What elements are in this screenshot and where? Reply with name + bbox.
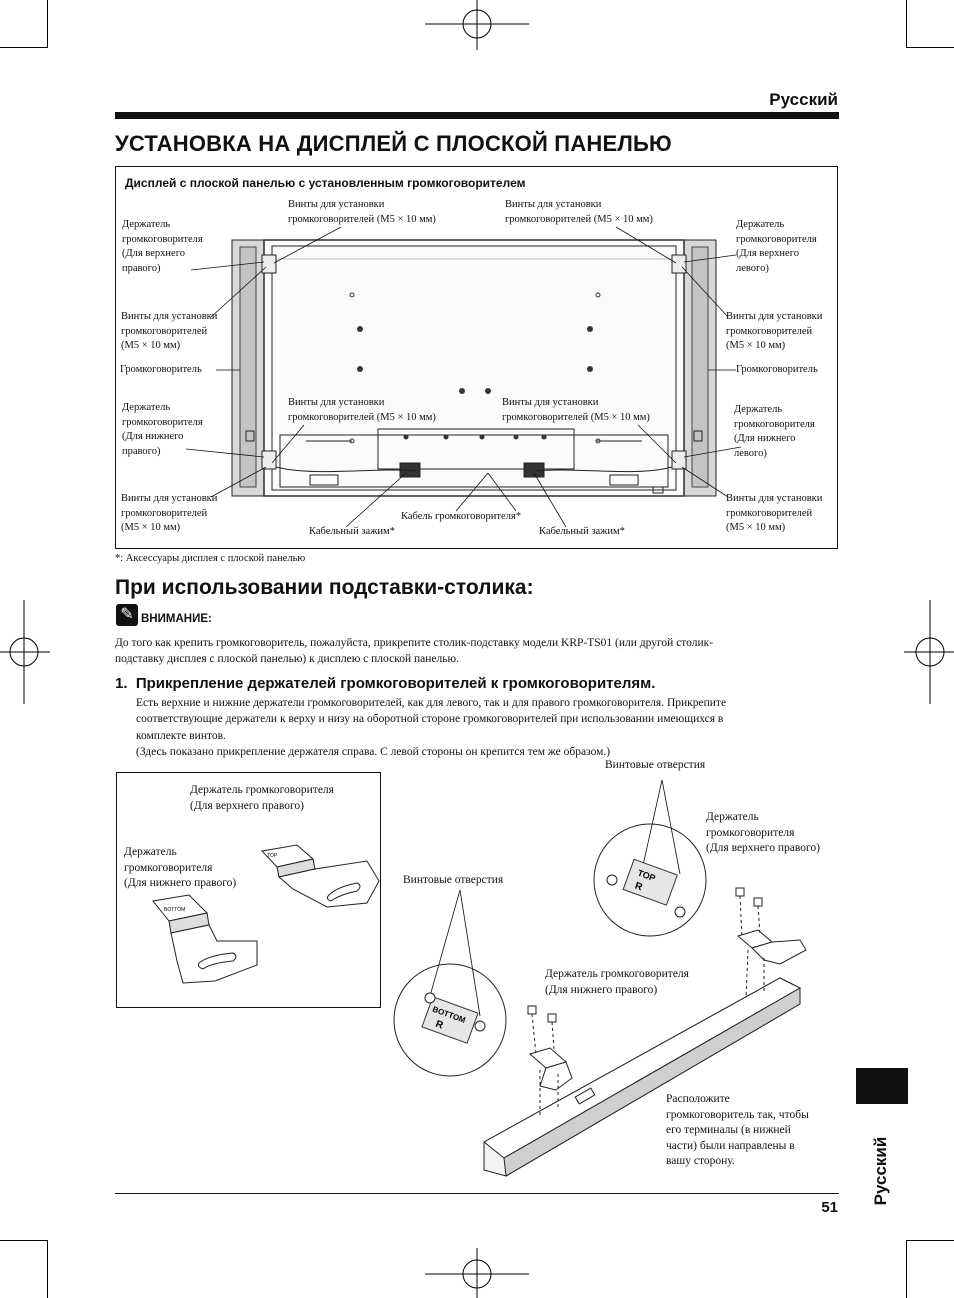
label-screws-right-upper: Винты для установки громкоговорителей (M… [726, 311, 823, 352]
note-icon: ✎ [116, 604, 138, 626]
tag-bottom: BOTTOM [164, 907, 185, 913]
label-speaker-cable: Кабель громкоговорителя* [401, 511, 521, 522]
label-screws-top-left: Винты для установки громкоговорителей (M… [288, 199, 436, 225]
footer-rule [115, 1193, 839, 1194]
label-screws-mid-left: Винты для установки громкоговорителей (M… [288, 397, 436, 423]
note-label: ВНИМАНИЕ: [141, 613, 212, 625]
label-clamp-right: Кабельный зажим* [539, 526, 625, 537]
figure-brackets: Держатель громкоговорителя (Для верхнего… [116, 772, 381, 1008]
label-speaker-right: Громкоговоритель [736, 364, 818, 375]
header-rule [115, 112, 839, 119]
registration-mark-top [425, 0, 529, 50]
page-title: УСТАНОВКА НА ДИСПЛЕЙ С ПЛОСКОЙ ПАНЕЛЬЮ [115, 131, 672, 156]
label-screws-top-right: Винты для установки громкоговорителей (M… [505, 199, 653, 225]
speaker-installation-drawing: TOP R BOTTOM R [393, 779, 807, 1177]
label-position-note: Расположите громкоговоритель так, чтобы … [666, 1093, 809, 1168]
label-screws-left-lower: Винты для установки громкоговорителей (M… [121, 493, 218, 534]
figure-display-diagram: Дисплей с плоской панелью с установленны… [115, 166, 838, 549]
display-with-speakers-drawing [185, 226, 742, 528]
header-language: Русский [769, 90, 838, 109]
label-holder-lower-right: Держатель громкоговорителя (Для нижнего … [122, 402, 203, 457]
label-clamp-left: Кабельный зажим* [309, 526, 395, 537]
tag-top: TOP [267, 853, 278, 859]
figure-caption: Дисплей с плоской панелью с установленны… [125, 176, 526, 190]
label-screws-right-lower: Винты для установки громкоговорителей (M… [726, 493, 823, 534]
footnote: *: Аксессуары дисплея с плоской панелью [115, 553, 306, 564]
brackets-drawing: TOP BOTTOM [152, 844, 380, 984]
registration-mark-bottom [425, 1248, 529, 1298]
tag-r-bottom: R [434, 1019, 445, 1032]
label-screw-holes-top: Винтовые отверстия [605, 759, 706, 771]
label-screw-holes-left: Винтовые отверстия [403, 874, 504, 886]
label-holder-upper-right: Держатель громкоговорителя (Для верхнего… [122, 219, 203, 274]
label-screws-left-upper: Винты для установки громкоговорителей (M… [121, 311, 218, 352]
label-holder-lower-left: Держатель громкоговорителя (Для нижнего … [734, 404, 815, 459]
tag-r-top: R [633, 881, 644, 894]
page-number: 51 [821, 1199, 838, 1216]
registration-mark-left [0, 600, 50, 704]
language-tab [856, 1068, 908, 1104]
step-heading: 1. Прикрепление держателей громкоговорит… [115, 675, 656, 692]
label-holder-lower-right-2: Держатель громкоговорителя (Для нижнего … [545, 968, 689, 996]
label-holder-lower-right: Держатель громкоговорителя (Для нижнего … [124, 846, 237, 890]
registration-mark-right [904, 600, 954, 704]
label-holder-upper-right-2: Держатель громкоговорителя (Для верхнего… [706, 811, 820, 855]
label-holder-upper-left: Держатель громкоговорителя (Для верхнего… [736, 219, 817, 274]
label-speaker-left: Громкоговоритель [120, 364, 202, 375]
section-heading: При использовании подставки-столика: [115, 576, 534, 599]
step-text: Есть верхние и нижние держатели громкого… [136, 697, 727, 759]
side-language-label: Русский [871, 1136, 890, 1206]
note-text: До того как крепить громкоговоритель, по… [115, 637, 714, 665]
label-holder-upper-right: Держатель громкоговорителя (Для верхнего… [190, 784, 334, 812]
label-screws-mid-right: Винты для установки громкоговорителей (M… [502, 397, 650, 423]
